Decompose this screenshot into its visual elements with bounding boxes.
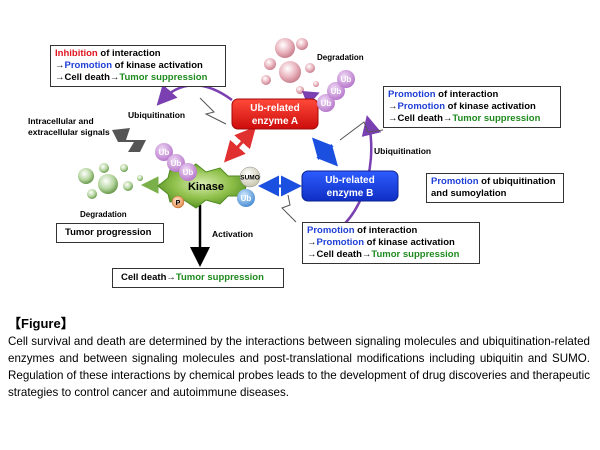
callout-text: Promotion — [388, 89, 436, 100]
signals-label-line1: Intracellular and — [28, 116, 94, 126]
interaction-arrow-enzyme-a-enzyme-b — [311, 137, 339, 167]
callout-text: Promotion — [64, 60, 113, 71]
ub-label: Ub — [183, 168, 194, 177]
connector-top-right — [339, 121, 384, 141]
callout-text: →Cell death→ — [55, 72, 120, 83]
tumor-progression-label: Tumor progression — [65, 227, 152, 238]
callout-text: Tumor suppression — [371, 249, 460, 260]
callout-text: → — [307, 237, 317, 248]
figure-caption-title: 【Figure】 — [8, 316, 74, 331]
ubiquitination-label-left: Ubiquitination — [128, 110, 186, 120]
sumo-label: SUMO — [240, 175, 260, 182]
callout-top-right: Promotion of interaction →Promotion of k… — [383, 86, 561, 128]
sumo-node — [239, 166, 261, 188]
ub-chain-kinase — [155, 143, 197, 181]
callout-text: of ubiquitination — [478, 176, 556, 187]
ub-label: Ub — [341, 75, 352, 84]
interaction-arrow-kinase-enzyme-a — [224, 126, 256, 163]
callout-top-left: Inhibition of interaction →Promotion of … — [50, 45, 226, 87]
connector-top-left — [199, 97, 227, 125]
tumor-progression-box: Tumor progression — [56, 223, 164, 243]
callout-text: of interaction — [97, 48, 161, 59]
ub-chain-enzyme-a — [317, 70, 355, 112]
ub-label: Ub — [241, 194, 252, 203]
callout-text: of interaction — [435, 89, 499, 100]
enzyme-b-label-line1: Ub-related — [325, 175, 374, 186]
signals-label: Intracellular and extracellular signals — [28, 116, 110, 138]
callout-text: Promotion — [307, 225, 355, 236]
callout-text: of interaction — [354, 225, 418, 236]
callout-text: Promotion — [397, 101, 446, 112]
phosphate-node — [171, 195, 185, 209]
callout-text: Tumor suppression — [119, 72, 208, 83]
callout-text: →Cell death→ — [307, 249, 372, 260]
ub-label: Ub — [331, 87, 342, 96]
ub-blue-node — [237, 189, 255, 207]
ubiquitination-label-right: Ubiquitination — [374, 146, 432, 156]
figure-caption-body: Cell survival and death are determined b… — [8, 335, 590, 399]
enzyme-a-label-line1: Ub-related — [250, 103, 299, 114]
ub-label: Ub — [171, 159, 182, 168]
degradation-particles-left — [78, 163, 143, 199]
degradation-label-top: Degradation — [317, 53, 364, 62]
callout-right-mid: Promotion of ubiquitination and sumoylat… — [426, 173, 564, 203]
signal-lightning-icon — [112, 128, 146, 152]
enzyme-a-node — [231, 98, 319, 130]
tumor-suppression-label: Tumor suppression — [175, 272, 264, 283]
degradation-label-left: Degradation — [80, 210, 127, 219]
enzyme-b-node — [301, 170, 399, 202]
ubiquitination-arrow-left — [156, 84, 233, 106]
ub-label: Ub — [321, 99, 332, 108]
callout-text: Tumor suppression — [452, 113, 541, 124]
cell-death-label: Cell death→ — [121, 272, 176, 283]
kinase-label: Kinase — [188, 181, 224, 193]
activation-label: Activation — [212, 229, 253, 239]
signals-label-line2: extracellular signals — [28, 127, 110, 137]
callout-text: and sumoylation — [431, 188, 507, 199]
enzyme-a-label-line2: enzyme A — [252, 116, 298, 127]
callout-text: Inhibition — [55, 48, 98, 59]
ub-label: Ub — [159, 148, 170, 157]
callout-bottom-right: Promotion of interaction →Promotion of k… — [302, 222, 480, 264]
cell-death-box: Cell death→Tumor suppression — [112, 268, 284, 288]
callout-text: of kinase activation — [364, 237, 455, 248]
callout-text: of kinase activation — [112, 60, 203, 71]
connector-bottom — [281, 194, 297, 223]
callout-text: of kinase activation — [445, 101, 536, 112]
callout-text: Promotion — [316, 237, 365, 248]
callout-text: → — [388, 101, 398, 112]
degradation-particles-top — [261, 38, 319, 94]
callout-text: → — [55, 60, 65, 71]
callout-text: Promotion — [431, 176, 479, 187]
phosphate-label: P — [176, 200, 181, 207]
callout-text: →Cell death→ — [388, 113, 453, 124]
enzyme-b-label-line2: enzyme B — [327, 188, 374, 199]
